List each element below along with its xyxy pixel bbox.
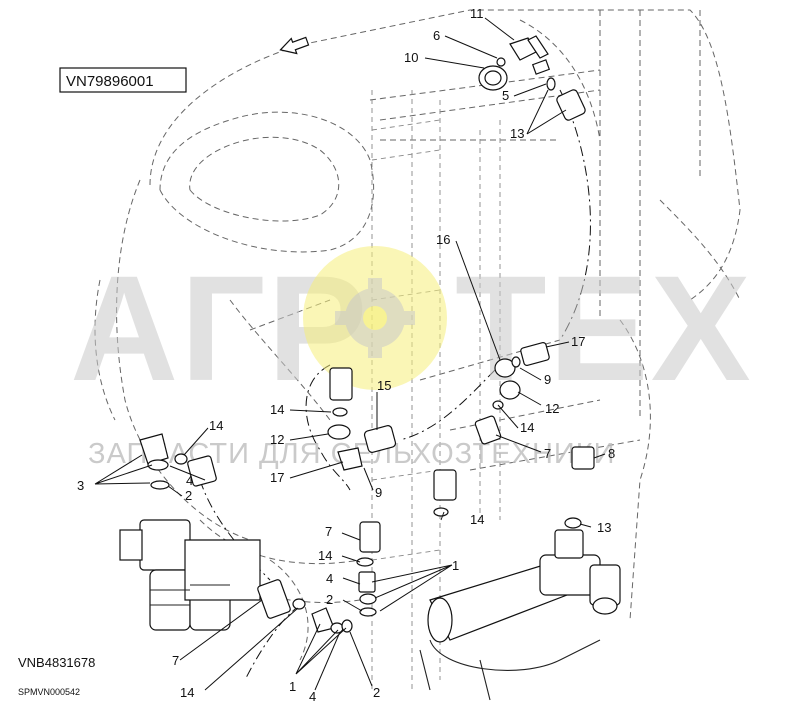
callout-14-lower: 14 bbox=[318, 548, 332, 563]
callout-2-bottom: 2 bbox=[373, 685, 380, 700]
callout-2-center: 2 bbox=[326, 592, 333, 607]
callout-13-bottom: 13 bbox=[597, 520, 611, 535]
watermark: АГР ТЕХ ЗАПЧАСТИ ДЛЯ СЕЛЬХОЗТЕХНИКИ bbox=[70, 244, 753, 470]
callout-15: 15 bbox=[377, 378, 391, 393]
gear-icon bbox=[335, 278, 415, 358]
callout-8: 8 bbox=[608, 446, 615, 461]
callout-9-right: 9 bbox=[544, 372, 551, 387]
callout-7-center: 7 bbox=[325, 524, 332, 539]
leader-lines bbox=[94, 17, 606, 691]
pump-assembly bbox=[419, 529, 621, 701]
watermark-logo-right: ТЕХ bbox=[455, 244, 753, 412]
callout-13-top: 13 bbox=[510, 126, 524, 141]
sheet-id: SPMVN000542 bbox=[18, 687, 80, 697]
callout-3: 3 bbox=[77, 478, 84, 493]
right-parts bbox=[433, 342, 595, 529]
callout-14-center: 14 bbox=[270, 402, 284, 417]
callout-labels: 11 6 10 5 13 16 17 9 12 14 7 8 15 14 12 … bbox=[77, 6, 615, 704]
callout-16: 16 bbox=[436, 232, 450, 247]
drawing-code-top: VN79896001 bbox=[66, 73, 154, 90]
code-box-top: VN79896001 bbox=[59, 67, 187, 93]
callout-7-right: 7 bbox=[544, 446, 551, 461]
callout-14-midright: 14 bbox=[470, 512, 484, 527]
callout-7-bottom: 7 bbox=[172, 653, 179, 668]
callout-6: 6 bbox=[433, 28, 440, 43]
drawing-code-bottom: VNB4831678 bbox=[18, 655, 95, 670]
callout-4-left: 4 bbox=[186, 473, 193, 488]
callout-17-right: 17 bbox=[571, 334, 585, 349]
callout-1-bottom: 1 bbox=[289, 679, 296, 694]
filter-assembly bbox=[119, 519, 261, 631]
callout-2-left: 2 bbox=[185, 488, 192, 503]
callout-11: 11 bbox=[470, 6, 484, 21]
callout-12-center: 12 bbox=[270, 432, 284, 447]
callout-5: 5 bbox=[502, 88, 509, 103]
callout-1-center: 1 bbox=[452, 558, 459, 573]
direction-arrow-icon bbox=[279, 36, 310, 55]
center-parts bbox=[327, 367, 397, 617]
callout-9-center: 9 bbox=[375, 485, 382, 500]
callout-10: 10 bbox=[404, 50, 418, 65]
callout-12-right: 12 bbox=[545, 401, 559, 416]
top-parts bbox=[478, 35, 586, 121]
callout-4-center: 4 bbox=[326, 571, 333, 586]
left-parts bbox=[139, 433, 217, 490]
callout-14-right: 14 bbox=[520, 420, 534, 435]
callout-14-left: 14 bbox=[209, 418, 223, 433]
bottom-left-parts bbox=[257, 579, 353, 634]
callout-4-bottom: 4 bbox=[309, 689, 316, 704]
callout-17-center: 17 bbox=[270, 470, 284, 485]
callout-14-bottom: 14 bbox=[180, 685, 194, 700]
